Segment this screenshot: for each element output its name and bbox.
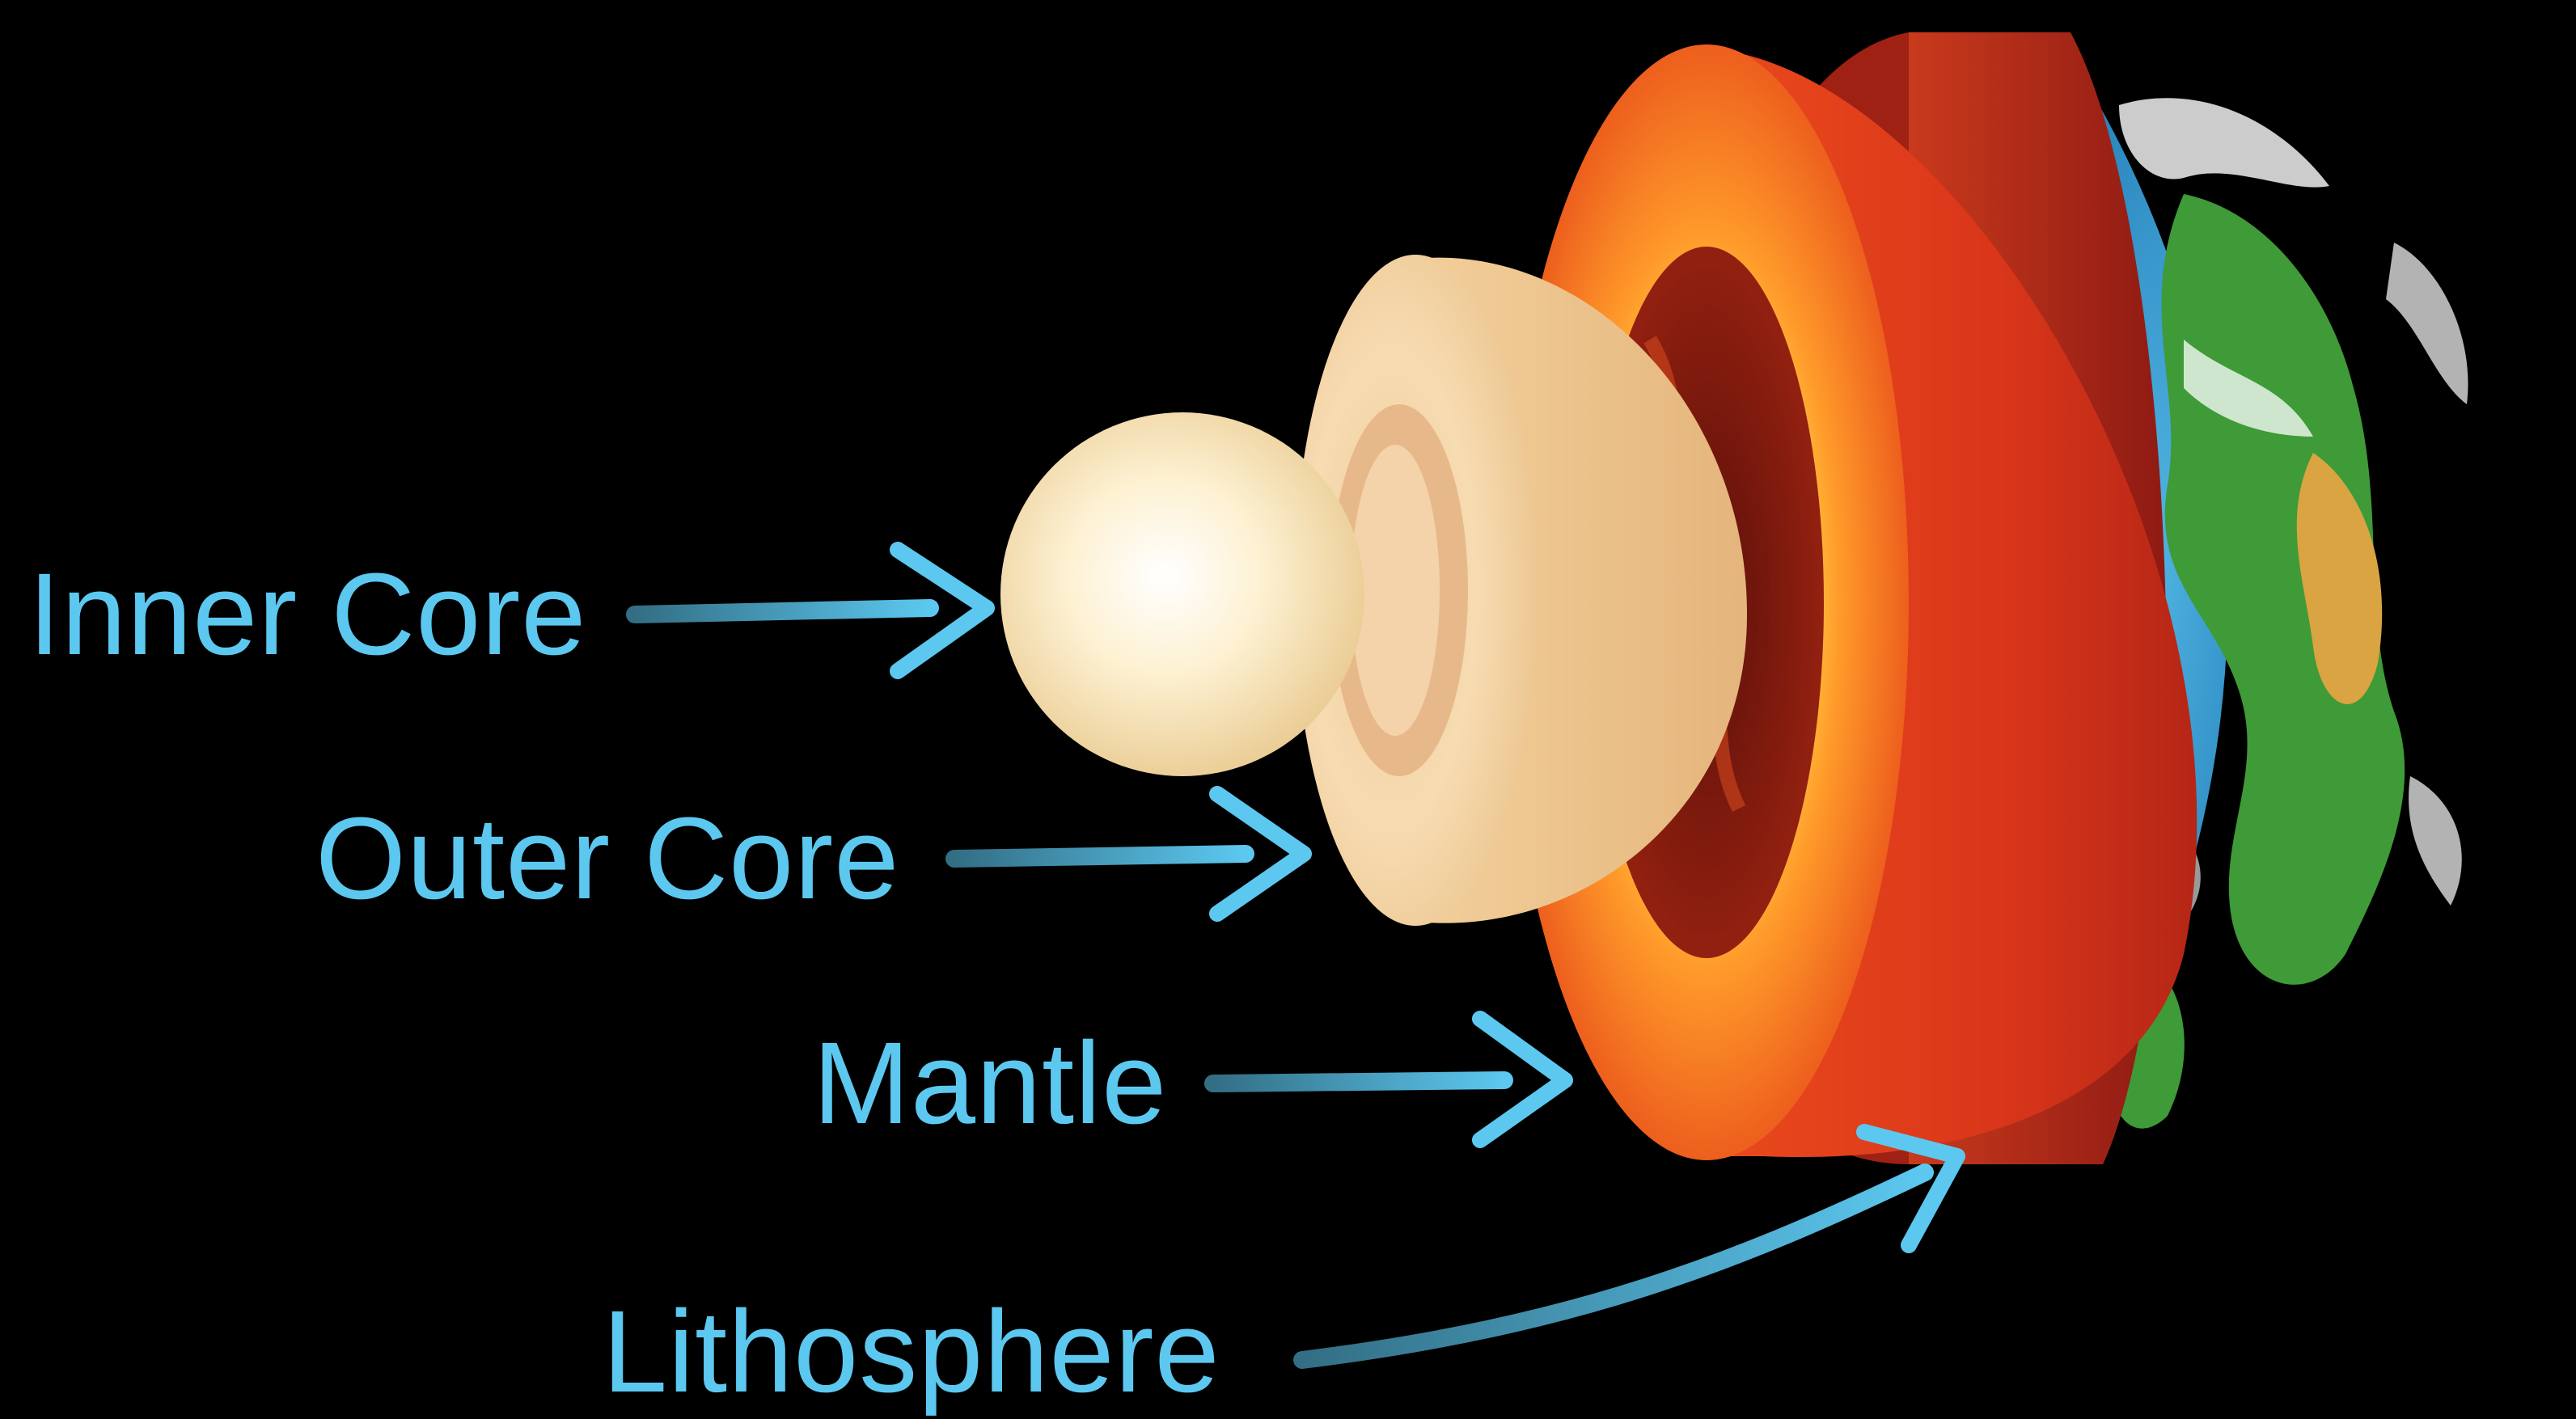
inner-core-label: Inner Core <box>28 556 586 673</box>
outer-core-label: Outer Core <box>315 800 899 917</box>
lithosphere-label: Lithosphere <box>603 1294 1220 1410</box>
outer-core-arrow <box>954 794 1304 914</box>
lithosphere-arrow <box>1302 1132 1957 1360</box>
inner-core-arrow <box>635 550 987 671</box>
mantle-label: Mantle <box>813 1025 1167 1142</box>
inner-core-sphere <box>1000 412 1364 776</box>
mantle-arrow <box>1213 1019 1565 1140</box>
